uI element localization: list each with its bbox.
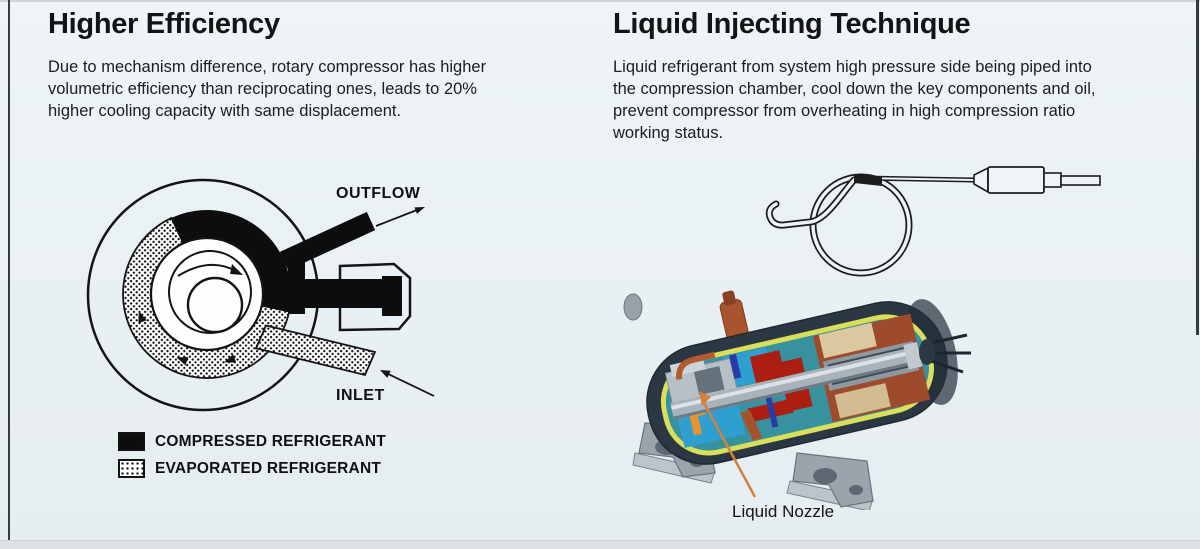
piston-ring <box>168 250 252 334</box>
nozzle-pointer-line <box>701 400 757 498</box>
nozzle-body <box>987 166 1045 194</box>
rotary-compressor-diagram <box>86 178 435 412</box>
liquid-nozzle-label: Liquid Nozzle <box>732 502 835 521</box>
tube-clamp <box>854 174 882 186</box>
discharge-bar <box>288 279 395 308</box>
nozzle-tip <box>1060 175 1101 186</box>
legend-label: COMPRESSED REFRIGERANT <box>155 432 386 450</box>
right-edge-line <box>1196 0 1199 335</box>
inlet-arrow-line <box>383 371 435 397</box>
left-fitting <box>623 293 643 321</box>
inlet-pipe <box>254 324 377 377</box>
footer-strip <box>0 540 1200 549</box>
legend-item-compressed: COMPRESSED REFRIGERANT <box>118 428 386 455</box>
compressor-cutaway-illustration <box>623 290 971 510</box>
legend: COMPRESSED REFRIGERANT EVAPORATED REFRIG… <box>118 428 386 482</box>
nozzle-cone <box>973 166 989 194</box>
left-body: Due to mechanism difference, rotary comp… <box>48 58 487 120</box>
left-title: Higher Efficiency <box>48 8 280 40</box>
inlet-label: INLET <box>336 387 385 404</box>
flow-arrow <box>176 357 189 366</box>
discharge-end-cap <box>382 276 402 316</box>
outflow-arrow-line <box>375 207 423 227</box>
flow-arrow <box>224 354 237 363</box>
nozzle-step <box>1043 172 1062 188</box>
flow-arrow <box>138 311 147 324</box>
winding-bottom <box>834 383 891 419</box>
rotation-arrowhead <box>230 264 243 275</box>
evaporated-swatch <box>118 459 145 478</box>
left-edge-line <box>8 0 10 549</box>
compressed-swatch <box>118 432 145 451</box>
muffler-outline <box>338 262 412 332</box>
winding-top <box>818 322 877 359</box>
inlet-arrowhead <box>380 370 391 378</box>
legend-item-evaporated: EVAPORATED REFRIGERANT <box>118 455 386 482</box>
right-body: Liquid refrigerant from system high pres… <box>613 58 1096 142</box>
outflow-arrowhead <box>414 207 425 214</box>
legend-label: EVAPORATED REFRIGERANT <box>155 459 382 477</box>
compressed-sector <box>171 210 292 312</box>
terminal-pins <box>930 333 971 374</box>
outflow-pipe <box>279 211 376 271</box>
outflow-label: OUTFLOW <box>336 185 421 202</box>
right-title: Liquid Injecting Technique <box>613 8 971 40</box>
top-edge-line <box>0 0 1200 2</box>
liquid-nozzle-part <box>740 410 763 441</box>
nozzle-pointer-arrowhead <box>699 391 711 406</box>
roller <box>186 276 244 334</box>
injection-tube-illustration <box>765 166 1101 277</box>
